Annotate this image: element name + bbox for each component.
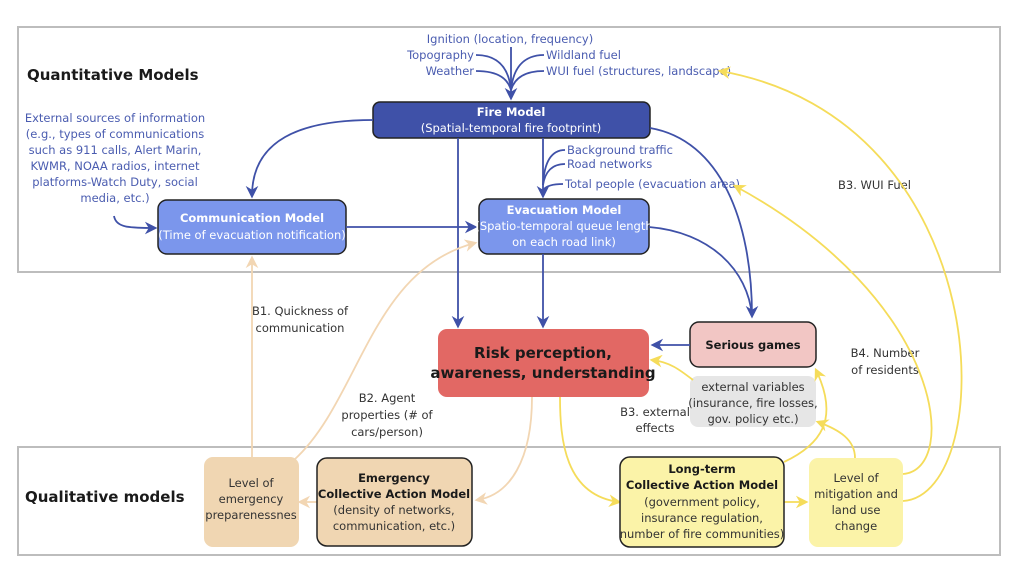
svg-text:properties (# of: properties (# of (341, 408, 433, 422)
svg-text:Long-term: Long-term (668, 462, 735, 476)
topography-arrow (475, 54, 512, 91)
svg-text:KWMR, NOAA radios, internet: KWMR, NOAA radios, internet (31, 159, 200, 173)
wildland-fuel-arrow (510, 54, 545, 91)
svg-text:B2. Agent: B2. Agent (359, 391, 416, 405)
external-sources-arrow (113, 215, 158, 235)
svg-text:external variables: external variables (701, 380, 804, 394)
svg-text:B3. external: B3. external (620, 405, 690, 419)
external-variables-node: external variables (insurance, fire loss… (688, 376, 818, 427)
serious-games-node: Serious games (689, 321, 817, 368)
svg-text:(insurance, fire losses,: (insurance, fire losses, (688, 396, 817, 410)
wui-fuel-label: WUI fuel (structures, landscape) (546, 64, 731, 78)
svg-text:Serious games: Serious games (705, 338, 800, 352)
evacuation-model-subtitle-2: on each road link) (512, 235, 616, 249)
svg-text:such as 911 calls, Alert Marin: such as 911 calls, Alert Marin, (29, 143, 202, 157)
background-traffic-label: Background traffic (567, 143, 673, 157)
svg-text:preparenessnes: preparenessnes (205, 508, 296, 522)
wui-fuel-arrow (510, 70, 545, 91)
svg-text:emergency: emergency (219, 492, 284, 506)
risk-perception-node: Risk perception, awareness, understandin… (430, 329, 656, 397)
svg-text:change: change (835, 519, 877, 533)
mitigation-to-total-people-arrow (732, 184, 933, 475)
loop-b3-external-label: B3. external effects (620, 405, 690, 435)
svg-text:media, etc.): media, etc.) (80, 191, 149, 205)
svg-text:Level of: Level of (228, 476, 274, 490)
loop-b1-label: B1. Quickness of communication (252, 304, 349, 335)
total-people-label: Total people (evacuation area) (564, 177, 740, 191)
mitigation-node: Level of mitigation and land use change (809, 458, 903, 547)
risk-line-2: awareness, understanding (430, 364, 655, 382)
communication-model-node: Communication Model (Time of evacuation … (157, 199, 347, 255)
fire-model-subtitle: (Spatial-temporal fire footprint) (421, 121, 602, 135)
qualitative-frame (17, 446, 1001, 556)
evacuation-model-subtitle-1: (Spatio-temporal queue length (475, 219, 652, 233)
weather-arrow (475, 70, 512, 91)
evacuation-to-games-arrow (648, 226, 753, 317)
wildland-fuel-label: Wildland fuel (546, 48, 621, 62)
svg-text:B1. Quickness of: B1. Quickness of (252, 304, 349, 318)
loop-b3-wui-label: B3. WUI Fuel (838, 178, 911, 192)
svg-text:insurance regulation,: insurance regulation, (641, 511, 763, 525)
ignition-label: Ignition (location, frequency) (427, 32, 593, 46)
svg-text:(government policy,: (government policy, (644, 495, 760, 509)
topography-label: Topography (406, 48, 474, 62)
mitigation-to-wui-fuel-arrow (717, 66, 963, 502)
preparedness-node: Level of emergency preparenessnes (204, 457, 299, 547)
svg-text:Collective Action Model: Collective Action Model (318, 487, 470, 501)
svg-text:(e.g., types of communications: (e.g., types of communications (26, 127, 205, 141)
quantitative-title: Quantitative Models (27, 66, 199, 84)
svg-text:cars/person): cars/person) (351, 425, 423, 439)
external-sources-text: External sources of information (e.g., t… (25, 111, 205, 205)
risk-line-1: Risk perception, (474, 344, 612, 362)
road-networks-arrow (542, 163, 566, 186)
fire-model-title: Fire Model (477, 105, 546, 119)
weather-label: Weather (426, 64, 475, 78)
loop-b4-label: B4. Number of residents (851, 346, 920, 377)
svg-text:number of fire communities): number of fire communities) (620, 527, 785, 541)
evacuation-model-title: Evacuation Model (507, 203, 622, 217)
preparedness-to-evacuation-arrow (293, 239, 478, 461)
communication-model-title: Communication Model (180, 211, 324, 225)
svg-text:External sources of informatio: External sources of information (25, 111, 205, 125)
svg-text:(density of networks,: (density of networks, (333, 503, 454, 517)
svg-text:Emergency: Emergency (358, 471, 430, 485)
risk-to-longterm-arrow (559, 396, 622, 507)
svg-text:communication, etc.): communication, etc.) (333, 519, 455, 533)
svg-text:gov. policy etc.): gov. policy etc.) (707, 412, 798, 426)
total-people-arrow (542, 183, 564, 191)
svg-text:effects: effects (636, 421, 675, 435)
qualitative-title: Qualitative models (25, 488, 185, 506)
svg-text:B4. Number: B4. Number (851, 346, 920, 360)
quantitative-frame (17, 26, 1001, 273)
evacuation-model-node: Evacuation Model (Spatio-temporal queue … (475, 198, 653, 255)
longterm-model-node: Long-term Collective Action Model (gover… (619, 456, 785, 548)
risk-to-emergency-arrow (474, 396, 533, 505)
road-networks-label: Road networks (567, 157, 652, 171)
communication-model-subtitle: (Time of evacuation notification) (158, 228, 345, 242)
svg-text:mitigation and: mitigation and (814, 487, 898, 501)
loop-b2-label: B2. Agent properties (# of cars/person) (341, 391, 433, 439)
emergency-model-node: Emergency Collective Action Model (densi… (316, 457, 473, 547)
svg-text:communication: communication (256, 321, 345, 335)
fire-to-games-arrow (649, 127, 759, 319)
fire-to-communication-arrow (245, 119, 374, 199)
svg-text:Level of: Level of (833, 471, 879, 485)
fire-model-node: Fire Model (Spatial-temporal fire footpr… (372, 101, 651, 139)
svg-text:of residents: of residents (851, 363, 919, 377)
svg-text:Collective Action Model: Collective Action Model (626, 478, 778, 492)
svg-text:platforms-Watch Duty, social: platforms-Watch Duty, social (32, 175, 198, 189)
svg-text:land use: land use (832, 503, 881, 517)
external-to-risk-arrow (649, 354, 694, 381)
mitigation-to-external-arrow (815, 419, 856, 459)
